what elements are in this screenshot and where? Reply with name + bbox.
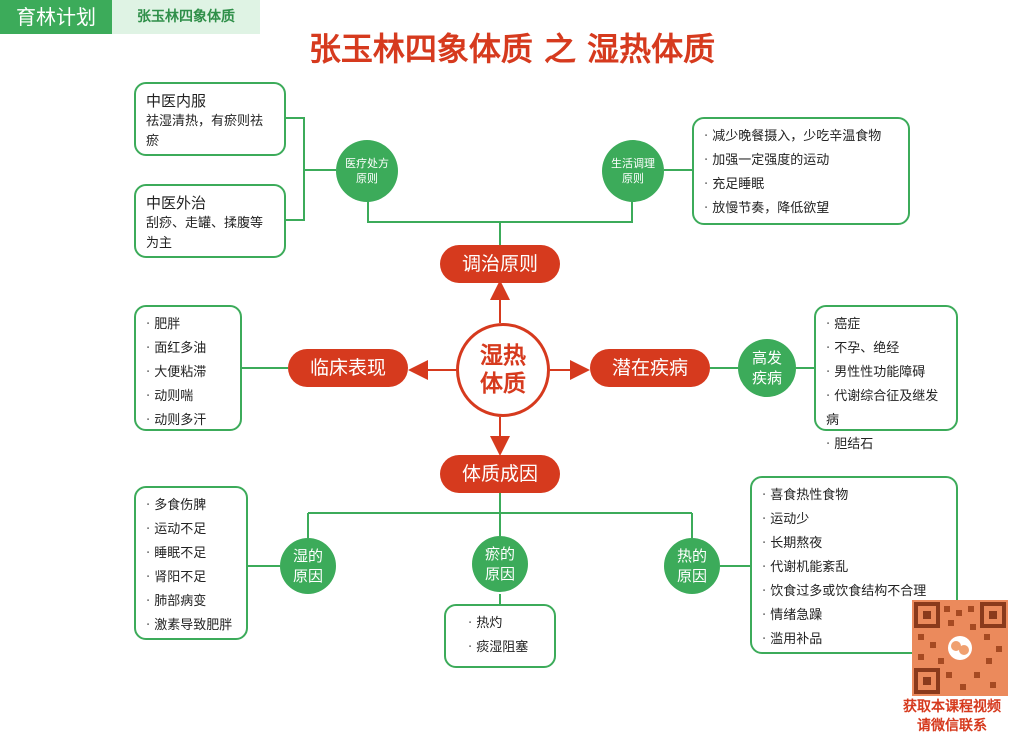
list-item: 滥用补品 — [762, 628, 946, 652]
list-item: 减少晚餐摄入，少吃辛温食物 — [704, 125, 898, 149]
center-node: 湿热 体质 — [456, 323, 550, 417]
green-connectors — [242, 117, 814, 604]
internal-medicine-text: 祛湿清热，有瘀则祛瘀 — [146, 114, 264, 149]
list-item: 肥胖 — [146, 313, 230, 337]
high-incidence-box: 癌症 不孕、绝经 男性性功能障碍 代谢综合征及继发病 胆结石 — [814, 305, 958, 452]
list-item: 胆结石 — [826, 433, 946, 457]
list-item: 长期熬夜 — [762, 532, 946, 556]
external-therapy-text: 刮痧、走罐、揉腹等为主 — [146, 216, 264, 251]
qr-caption-line2: 请微信联系 — [917, 718, 987, 734]
stasis-cause-node: 瘀的 原因 — [472, 536, 528, 592]
list-item: 放慢节奏，降低欲望 — [704, 197, 898, 221]
heat-cause-label: 热的 原因 — [676, 547, 707, 585]
principles-node: 调治原则 — [440, 245, 560, 283]
list-item: 热灼 — [468, 612, 544, 636]
internal-medicine-box: 中医内服 祛湿清热，有瘀则祛瘀 — [134, 82, 286, 156]
qr-caption-line1: 获取本课程视频 — [903, 699, 1001, 715]
brand-tab[interactable]: 育林计划 — [0, 0, 112, 34]
stasis-cause-box: 热灼 痰湿阻塞 — [444, 604, 556, 668]
internal-medicine-title: 中医内服 — [146, 92, 207, 110]
external-therapy-title: 中医外治 — [146, 194, 207, 212]
damp-cause-box: 多食伤脾 运动不足 睡眠不足 肾阳不足 肺部病变 激素导致肥胖 — [134, 486, 248, 640]
list-item: 不孕、绝经 — [826, 337, 946, 361]
list-item: 动则喘 — [146, 385, 230, 409]
list-item: 代谢机能紊乱 — [762, 556, 946, 580]
list-item: 面红多油 — [146, 337, 230, 361]
clinical-box: 肥胖 面红多油 大便粘滞 动则喘 动则多汗 — [134, 305, 242, 431]
causes-node: 体质成因 — [440, 455, 560, 493]
qr-code-image[interactable] — [912, 600, 1008, 696]
list-item: 情绪急躁 — [762, 604, 946, 628]
high-incidence-label: 高发 疾病 — [751, 349, 782, 387]
potential-node: 潜在疾病 — [590, 349, 710, 387]
lifestyle-principle-node: 生活调理 原则 — [602, 140, 664, 202]
list-item: 肾阳不足 — [146, 566, 236, 590]
list-item: 癌症 — [826, 313, 946, 337]
heat-cause-node: 热的 原因 — [664, 538, 720, 594]
qr-code-icon — [912, 600, 1008, 696]
qr-caption: 获取本课程视频 请微信联系 — [880, 698, 1024, 736]
list-item: 激素导致肥胖 — [146, 614, 236, 638]
list-item: 喜食热性食物 — [762, 484, 946, 508]
list-item: 加强一定强度的运动 — [704, 149, 898, 173]
stasis-cause-label: 瘀的 原因 — [484, 545, 515, 583]
treatment-principle-label: 医疗处方 原则 — [345, 157, 389, 185]
list-item: 肺部病变 — [146, 590, 236, 614]
list-item: 动则多汗 — [146, 409, 230, 433]
list-item: 睡眠不足 — [146, 542, 236, 566]
clinical-node: 临床表现 — [288, 349, 408, 387]
damp-cause-label: 湿的 原因 — [292, 547, 323, 585]
list-item: 饮食过多或饮食结构不合理 — [762, 580, 946, 604]
list-item: 大便粘滞 — [146, 361, 230, 385]
list-item: 充足睡眠 — [704, 173, 898, 197]
treatment-principle-node: 医疗处方 原则 — [336, 140, 398, 202]
lifestyle-principle-label: 生活调理 原则 — [611, 157, 655, 185]
list-item: 男性性功能障碍 — [826, 361, 946, 385]
lifestyle-box: 减少晚餐摄入，少吃辛温食物 加强一定强度的运动 充足睡眠 放慢节奏，降低欲望 — [692, 117, 910, 225]
list-item: 代谢综合征及继发病 — [826, 385, 946, 433]
page-title: 张玉林四象体质 之 湿热体质 — [308, 30, 716, 68]
list-item: 痰湿阻塞 — [468, 636, 544, 660]
list-item: 多食伤脾 — [146, 494, 236, 518]
high-incidence-node: 高发 疾病 — [738, 339, 796, 397]
damp-cause-node: 湿的 原因 — [280, 538, 336, 594]
red-arrows — [408, 280, 590, 456]
list-item: 运动不足 — [146, 518, 236, 542]
center-label: 湿热 体质 — [480, 343, 526, 397]
subtitle-tab[interactable]: 张玉林四象体质 — [112, 0, 260, 34]
list-item: 运动少 — [762, 508, 946, 532]
external-therapy-box: 中医外治 刮痧、走罐、揉腹等为主 — [134, 184, 286, 258]
